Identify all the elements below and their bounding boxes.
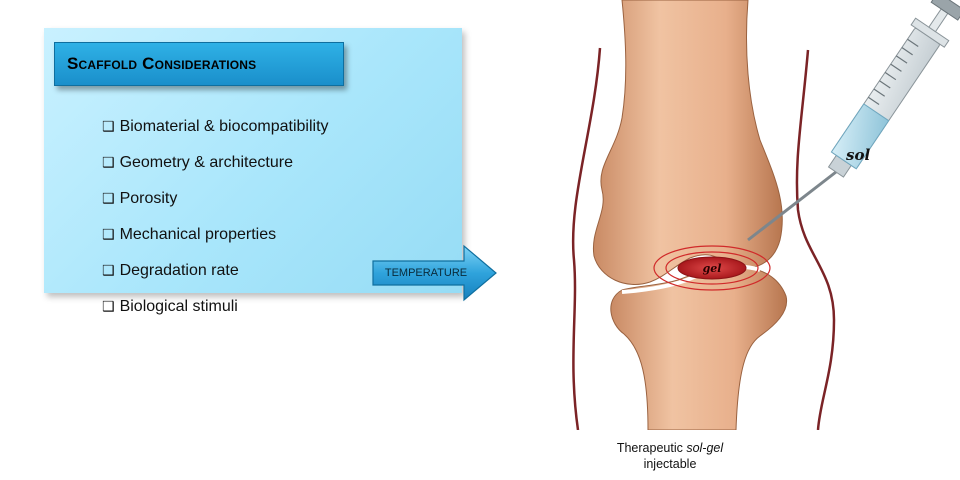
- knee-joint-illustration: gel sol: [498, 0, 960, 430]
- list-item-label: Mechanical properties: [120, 226, 277, 244]
- gel-label: gel: [703, 262, 722, 275]
- sol-label: sol: [846, 146, 870, 164]
- checkbox-icon: ❑: [102, 264, 115, 278]
- list-item: ❑ Mechanical properties: [102, 217, 329, 253]
- panel-title-box: Scaffold Considerations: [54, 42, 344, 86]
- list-item-label: Biological stimuli: [120, 298, 238, 316]
- checkbox-icon: ❑: [102, 228, 115, 242]
- arrow-label: TEMPERATURE: [372, 262, 480, 284]
- checkbox-icon: ❑: [102, 300, 115, 314]
- figure-caption: Therapeutic sol-gel injectable: [600, 440, 740, 472]
- checkbox-icon: ❑: [102, 156, 115, 170]
- considerations-list: ❑ Biomaterial & biocompatibility ❑ Geometr…: [102, 109, 329, 325]
- checkbox-icon: ❑: [102, 192, 115, 206]
- list-item-label: Degradation rate: [120, 262, 239, 280]
- list-item: ❑ Biomaterial & biocompatibility: [102, 109, 329, 145]
- list-item-label: Porosity: [120, 190, 178, 208]
- syringe-icon: [819, 0, 960, 183]
- list-item: ❑ Porosity: [102, 181, 329, 217]
- panel-title: Scaffold Considerations: [67, 54, 256, 74]
- capsule-right-line: [797, 50, 834, 430]
- list-item: ❑ Biological stimuli: [102, 289, 329, 325]
- femur: [593, 0, 782, 284]
- caption-suffix: injectable: [644, 457, 697, 471]
- list-item-label: Biomaterial & biocompatibility: [120, 118, 329, 136]
- list-item-label: Geometry & architecture: [120, 154, 293, 172]
- list-item: ❑ Degradation rate: [102, 253, 329, 289]
- caption-italic: sol-gel: [686, 441, 723, 455]
- list-item: ❑ Geometry & architecture: [102, 145, 329, 181]
- caption-prefix: Therapeutic: [617, 441, 686, 455]
- checkbox-icon: ❑: [102, 120, 115, 134]
